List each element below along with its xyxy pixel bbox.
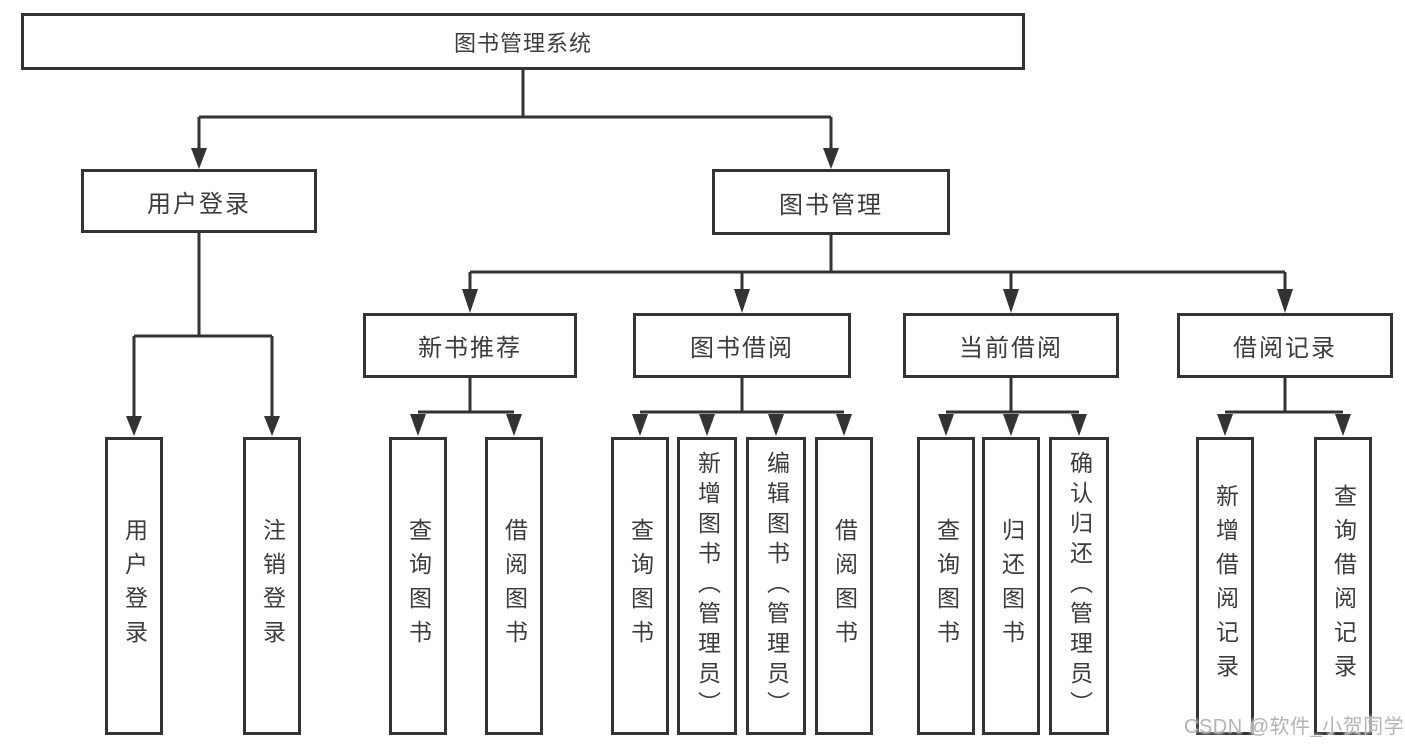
- arrowhead-icon: [264, 416, 280, 436]
- leaf-label: 确认归还（管理员）: [1066, 451, 1093, 721]
- leaf-label: 查询图书: [933, 518, 960, 654]
- leaf-logout: 注销登录: [243, 437, 301, 735]
- node-book-borrowing: 图书借阅: [633, 313, 851, 378]
- arrowhead-icon: [823, 148, 839, 169]
- connector-root-to-level2: [197, 70, 833, 150]
- leaf-query-books-recommendation: 查询图书: [389, 437, 447, 735]
- arrowhead-icon: [734, 289, 750, 313]
- leaf-label: 新增图书（管理员）: [694, 451, 721, 721]
- leaf-label: 借阅图书: [501, 518, 528, 654]
- arrowhead-icon: [768, 414, 784, 436]
- arrowhead-icon: [191, 148, 207, 169]
- leaf-query-books-current: 查询图书: [917, 437, 975, 735]
- node-user-login: 用户登录: [81, 169, 317, 233]
- leaf-label: 编辑图书（管理员）: [763, 451, 790, 721]
- leaf-label: 归还图书: [998, 518, 1025, 654]
- node-label: 图书管理系统: [453, 30, 592, 56]
- connector-user-login-to-leaves: [132, 233, 274, 418]
- connector-book-borrowing-to-leaves: [640, 378, 844, 414]
- node-label: 当前借阅: [959, 335, 1063, 362]
- arrowheads: [126, 148, 1351, 436]
- leaf-label: 注销登录: [259, 518, 286, 654]
- arrowhead-icon: [1003, 289, 1019, 313]
- node-label: 新书推荐: [418, 335, 522, 362]
- arrowhead-icon: [699, 414, 715, 436]
- leaf-borrow-books-borrowing: 借阅图书: [815, 437, 873, 735]
- leaf-query-books-borrowing: 查询图书: [611, 437, 669, 735]
- leaf-label: 查询借阅记录: [1330, 484, 1357, 688]
- leaf-label: 借阅图书: [831, 518, 858, 654]
- arrowhead-icon: [506, 414, 522, 436]
- leaf-add-borrow-record: 新增借阅记录: [1196, 437, 1254, 735]
- watermark-text: CSDN @软件_小贺同学: [1184, 716, 1405, 738]
- leaf-label: 查询图书: [405, 518, 432, 654]
- node-label: 图书管理: [779, 191, 883, 219]
- leaf-add-book-admin: 新增图书（管理员）: [677, 437, 737, 735]
- arrowhead-icon: [462, 289, 478, 313]
- arrowhead-icon: [938, 414, 954, 436]
- arrowhead-icon: [632, 414, 648, 436]
- arrowhead-icon: [410, 414, 426, 436]
- arrowhead-icon: [126, 416, 142, 436]
- arrowhead-icon: [1003, 414, 1019, 436]
- connector-book-management-to-groups: [468, 235, 1287, 291]
- connector-borrowing-records-to-leaves: [1225, 378, 1343, 414]
- node-label: 图书借阅: [690, 335, 794, 362]
- node-borrowing-records: 借阅记录: [1177, 313, 1393, 378]
- arrowhead-icon: [1335, 414, 1351, 436]
- node-new-book-recommendation: 新书推荐: [363, 313, 577, 378]
- arrowhead-icon: [1217, 414, 1233, 436]
- leaf-confirm-return-admin: 确认归还（管理员）: [1049, 437, 1109, 735]
- node-current-borrowing: 当前借阅: [903, 313, 1119, 378]
- leaf-label: 用户登录: [121, 518, 148, 654]
- node-library-management-system: 图书管理系统: [21, 13, 1025, 70]
- arrowhead-icon: [1277, 289, 1293, 313]
- arrowhead-icon: [1071, 414, 1087, 436]
- leaf-user-login: 用户登录: [105, 437, 163, 735]
- leaf-label: 查询图书: [627, 518, 654, 654]
- leaf-label: 新增借阅记录: [1212, 484, 1239, 688]
- arrowhead-icon: [836, 414, 852, 436]
- leaf-return-book: 归还图书: [982, 437, 1040, 735]
- leaf-query-borrow-record: 查询借阅记录: [1314, 437, 1372, 735]
- connector-current-borrowing-to-leaves: [946, 378, 1079, 414]
- leaf-borrow-books-recommendation: 借阅图书: [485, 437, 543, 735]
- node-book-management: 图书管理: [712, 169, 950, 235]
- node-label: 用户登录: [147, 190, 251, 218]
- node-label: 借阅记录: [1233, 335, 1337, 362]
- connector-new-book-to-leaves: [418, 378, 514, 414]
- leaf-edit-book-admin: 编辑图书（管理员）: [746, 437, 806, 735]
